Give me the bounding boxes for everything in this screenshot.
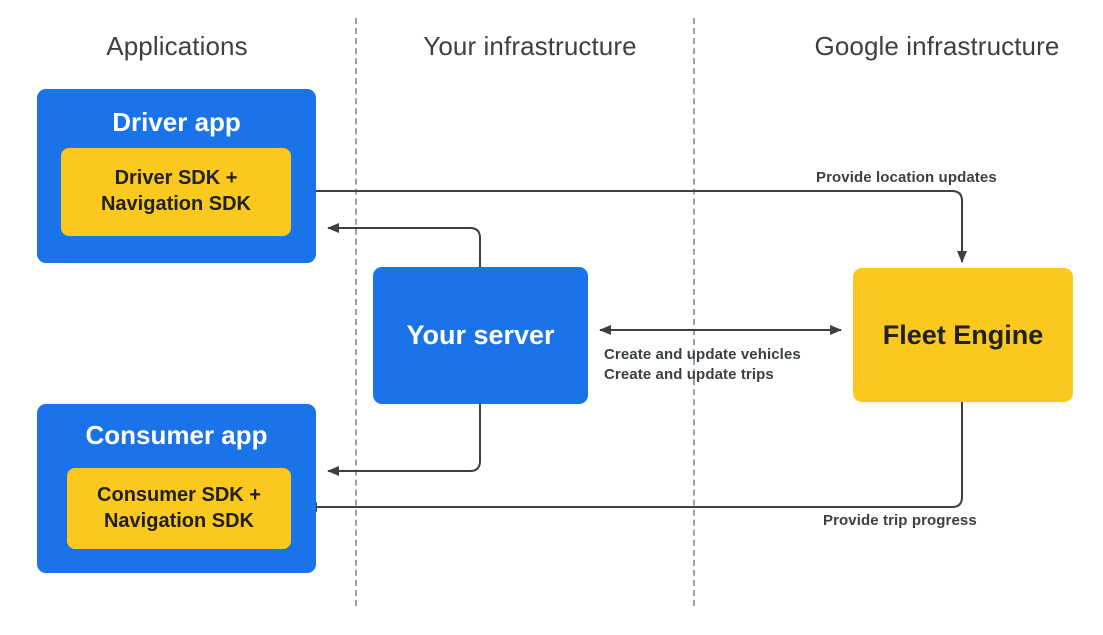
consumer-app-title: Consumer app	[85, 420, 268, 450]
fleet-engine-label: Fleet Engine	[882, 319, 1044, 350]
your-server-label: Your server	[406, 320, 555, 350]
driver-sdk-label: Driver SDK + Navigation SDK	[100, 167, 252, 215]
node-consumer-app[interactable]: Consumer app Consumer SDK + Navigation S…	[37, 404, 316, 573]
node-consumer-sdk[interactable]: Consumer SDK + Navigation SDK	[67, 468, 291, 549]
edge-label-location-updates: Provide location updates	[816, 169, 997, 186]
zone-title-google-infrastructure: Google infrastructure	[814, 31, 1060, 61]
node-fleet-engine[interactable]: Fleet Engine	[853, 268, 1073, 402]
edge-trip-progress	[305, 402, 963, 512]
zone-title-applications: Applications	[106, 31, 248, 61]
node-your-server[interactable]: Your server	[373, 267, 588, 404]
edge-location-updates	[291, 190, 967, 263]
edge-label-trip-progress: Provide trip progress	[823, 512, 977, 529]
node-driver-app[interactable]: Driver app Driver SDK + Navigation SDK	[37, 89, 316, 263]
edge-server-to-driver	[327, 223, 481, 267]
edge-label-create-update: Create and update vehicles Create and up…	[604, 346, 801, 384]
zone-title-your-infrastructure: Your infrastructure	[423, 31, 637, 61]
driver-app-title: Driver app	[112, 107, 241, 137]
zone-divider-left	[355, 18, 357, 606]
edge-server-to-consumer	[327, 404, 481, 476]
node-driver-sdk[interactable]: Driver SDK + Navigation SDK	[61, 148, 291, 236]
consumer-sdk-label: Consumer SDK + Navigation SDK	[97, 483, 261, 532]
zone-divider-right	[693, 18, 695, 606]
